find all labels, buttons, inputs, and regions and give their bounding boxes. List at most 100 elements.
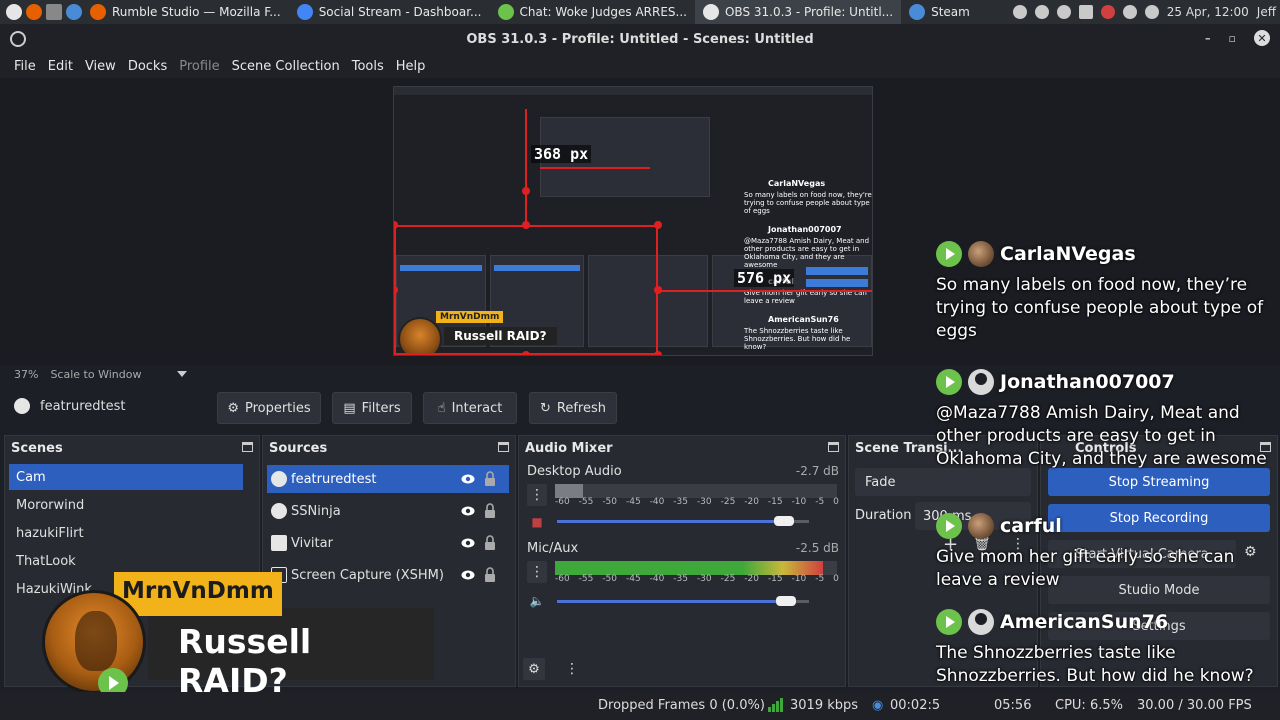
source-item[interactable]: Vivitar [267, 529, 509, 557]
scene-item-cam[interactable]: Cam [9, 464, 243, 490]
notifications-muted-icon[interactable] [1078, 5, 1093, 19]
menu-profile[interactable]: Profile [179, 58, 220, 74]
resize-handle-left[interactable] [394, 286, 398, 294]
close-button[interactable]: ✕ [1254, 30, 1270, 46]
kebab-menu-icon[interactable]: ⋮ [565, 661, 579, 677]
volume-icon[interactable] [1122, 5, 1137, 19]
stop-recording-button[interactable]: Stop Recording [1048, 504, 1270, 532]
resize-handle-top-left[interactable] [394, 221, 398, 229]
mini-chat-name: Jonathan007007 [768, 225, 842, 234]
task-chat[interactable]: Chat: Woke Judges ARRES... [490, 0, 695, 24]
undock-icon[interactable] [828, 442, 839, 452]
guide-handle[interactable] [522, 187, 530, 195]
refresh-button[interactable]: ↻ Refresh [529, 392, 617, 424]
restore-button[interactable]: ▫ [1228, 31, 1236, 45]
mini-raid-text: Russell RAID? [444, 327, 557, 345]
scale-mode[interactable]: Scale to Window [50, 367, 142, 381]
task-steam[interactable]: Steam [901, 0, 978, 24]
menu-file[interactable]: File [14, 58, 36, 74]
network-icon[interactable] [1144, 5, 1159, 19]
chevron-down-icon[interactable] [177, 371, 188, 377]
preview-canvas[interactable]: CarlaNVegas So many labels on food now, … [393, 86, 873, 356]
menu-edit[interactable]: Edit [47, 58, 73, 74]
gear-icon[interactable]: ⚙ [523, 658, 545, 680]
meter-tick-label: -30 [696, 574, 712, 584]
meter-fill [555, 484, 583, 498]
kde-menu-icon[interactable] [6, 4, 22, 20]
speaker-muted-icon[interactable]: ■ [531, 515, 543, 529]
task-social-stream[interactable]: Social Stream - Dashboar... [289, 0, 490, 24]
settings-button[interactable]: Settings [1048, 612, 1270, 640]
studio-mode-button[interactable]: Studio Mode [1048, 576, 1270, 604]
task-obs[interactable]: OBS 31.0.3 - Profile: Untitl... [694, 0, 902, 24]
resize-handle-top[interactable] [522, 221, 530, 229]
resize-handle-bottom[interactable] [522, 351, 530, 355]
menubar: File Edit View Docks Profile Scene Colle… [0, 54, 1280, 78]
start-virtual-camera-button[interactable]: Start Virtual Camera [1048, 540, 1236, 568]
task-firefox[interactable]: Rumble Studio — Mozilla F... [82, 0, 289, 24]
audio-mixer-dock: Audio Mixer Desktop Audio -2.7 dB ⋮ -60-… [518, 435, 846, 687]
properties-button[interactable]: ⚙ Properties [217, 392, 321, 424]
task-label: Social Stream - Dashboar... [318, 5, 482, 19]
lock-icon[interactable] [483, 503, 497, 519]
resize-handle-bottom-right[interactable] [654, 351, 662, 355]
task-label: OBS 31.0.3 - Profile: Untitl... [724, 5, 894, 19]
scene-item-hazukiwink[interactable]: HazukiWink [16, 581, 92, 597]
channel-menu-button[interactable]: ⋮ [527, 484, 547, 506]
scene-item-hazukiflirt[interactable]: hazukiFlirt [16, 525, 84, 541]
volume-slider[interactable] [557, 600, 786, 603]
volume-slider-handle[interactable] [776, 596, 796, 606]
eye-icon[interactable] [461, 472, 475, 486]
browser-source-icon [14, 398, 30, 414]
channel-menu-button[interactable]: ⋮ [527, 561, 547, 583]
menu-docks[interactable]: Docks [127, 58, 168, 74]
obs-app-icon[interactable] [10, 31, 26, 47]
menu-view[interactable]: View [84, 58, 116, 74]
minimize-button[interactable]: – [1205, 31, 1211, 45]
obs-tray-icon[interactable] [1012, 5, 1027, 19]
eye-icon[interactable] [461, 568, 475, 582]
filters-button[interactable]: ▤ Filters [332, 392, 412, 424]
undock-icon[interactable] [1260, 442, 1271, 452]
scene-item-mororwind[interactable]: Mororwind [16, 497, 85, 513]
trash-icon[interactable]: 🗑 [973, 536, 991, 552]
lock-icon[interactable] [483, 471, 497, 487]
lock-icon[interactable] [483, 535, 497, 551]
resize-handle-top-right[interactable] [654, 221, 662, 229]
chat-message-header: carful [936, 512, 1280, 540]
eye-icon[interactable] [461, 504, 475, 518]
channel-db: -2.5 dB [795, 541, 839, 555]
user-name[interactable]: Jeff [1256, 5, 1276, 19]
interact-label: Interact [451, 400, 503, 416]
updates-icon[interactable] [1056, 5, 1071, 19]
lock-icon[interactable] [483, 567, 497, 583]
chat-username: AmericanSun76 [1000, 611, 1169, 633]
transition-select[interactable]: Fade [855, 468, 1031, 496]
volume-slider[interactable] [557, 520, 784, 523]
source-item[interactable]: featruredtest [267, 465, 509, 493]
undock-icon[interactable] [498, 442, 509, 452]
add-transition-icon[interactable]: + [943, 534, 959, 555]
eye-icon[interactable] [461, 536, 475, 550]
volume-slider-handle[interactable] [774, 516, 794, 526]
menu-help[interactable]: Help [395, 58, 426, 74]
firefox-icon[interactable] [26, 4, 42, 20]
gear-icon[interactable]: ⚙ [1244, 544, 1257, 560]
selection-bounding-box[interactable] [394, 225, 658, 355]
menu-tools[interactable]: Tools [351, 58, 384, 74]
scene-item-thatlook[interactable]: ThatLook [16, 553, 76, 569]
files-icon[interactable] [46, 4, 62, 20]
bitrate: 3019 kbps [790, 698, 859, 713]
undock-icon[interactable] [242, 442, 253, 452]
menu-scene-collection[interactable]: Scene Collection [231, 58, 340, 74]
resize-handle-right[interactable] [654, 286, 662, 294]
steam-icon[interactable] [66, 4, 82, 20]
speaker-icon[interactable]: 🔈 [529, 594, 545, 608]
kebab-menu-icon[interactable]: ⋮ [1011, 536, 1025, 552]
clock[interactable]: 25 Apr, 12:00 [1166, 5, 1249, 19]
interact-button[interactable]: ☝ Interact [423, 392, 517, 424]
stop-streaming-button[interactable]: Stop Streaming [1048, 468, 1270, 496]
steam-tray-icon[interactable] [1034, 5, 1049, 19]
source-item[interactable]: SSNinja [267, 497, 509, 525]
microphone-icon[interactable] [1100, 5, 1115, 19]
